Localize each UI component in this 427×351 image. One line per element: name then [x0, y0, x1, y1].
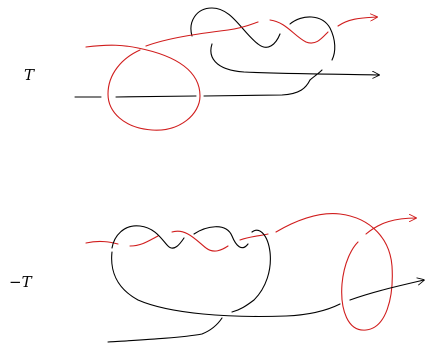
black-strand-base-right — [115, 95, 197, 98]
black-neg-bottom-entry — [107, 317, 223, 343]
tangle-t — [74, 7, 379, 131]
red-left-entry — [85, 44, 139, 49]
black-upper-strand — [190, 7, 281, 48]
red-upper-run-b — [269, 19, 329, 44]
black-neg-exit-arrow — [349, 280, 424, 301]
red-exit-arrow — [337, 17, 377, 27]
black-strand-base-far — [203, 79, 311, 97]
black-upper-strand-b — [289, 16, 336, 61]
black-neg-loop-mid — [193, 226, 249, 249]
red-neg-arch — [275, 213, 393, 331]
red-upper-run — [145, 21, 259, 47]
tangle-neg-t — [85, 213, 424, 343]
red-neg-twist-1 — [129, 235, 159, 247]
red-neg-entry — [85, 240, 119, 245]
black-lower-arrow — [210, 43, 379, 75]
red-neg-twist-3 — [239, 233, 269, 241]
red-neg-twist-2 — [171, 230, 229, 252]
red-neg-exit-arrow — [365, 218, 416, 235]
red-left-loop — [107, 47, 201, 131]
tangle-t-label: T — [24, 66, 35, 84]
black-neg-loop-left — [111, 225, 185, 249]
black-neg-loop-right — [231, 229, 271, 313]
tangle-neg-t-label: −T — [9, 273, 32, 291]
black-neg-left-descent — [111, 251, 341, 318]
black-upper-strand-c — [309, 69, 323, 81]
